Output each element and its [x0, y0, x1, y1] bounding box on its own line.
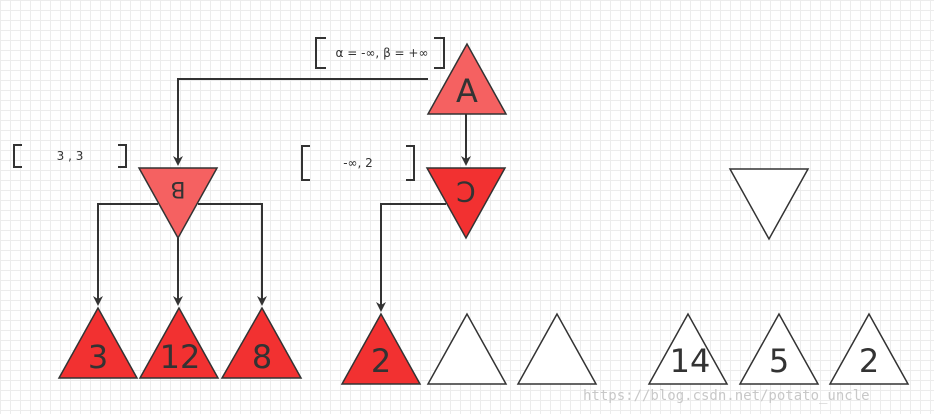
leaf-triangle-8: [738, 312, 820, 385]
c-annotation-text: -∞, 2: [343, 156, 373, 170]
edge-B-leaf-1: [93, 203, 158, 306]
node-a-label: A: [456, 72, 478, 110]
watermark-text: https://blog.csdn.net/potato_uncle: [583, 388, 870, 404]
leaf-label-8: 5: [769, 342, 789, 380]
leaf-triangle-7: [647, 312, 729, 385]
node-b-triangle: [137, 167, 219, 240]
leaf-label-4: 2: [371, 342, 391, 380]
leaf-triangle-1: [57, 306, 139, 379]
leaf-label-2: 12: [160, 338, 201, 376]
leaf-triangle-9: [828, 312, 910, 385]
leaf-label-7: 14: [670, 342, 711, 380]
leaf-triangle-4: [340, 312, 422, 385]
node-a-triangle: [426, 42, 508, 115]
leaf-triangle-2: [138, 306, 220, 379]
edge-B-leaf-3: [198, 203, 267, 306]
node-d-triangle: [728, 168, 810, 241]
b-annotation-bracket-left: [13, 144, 22, 168]
node-c-label: C: [456, 175, 476, 208]
leaf-triangle-5: [426, 312, 508, 385]
leaf-label-9: 2: [859, 342, 879, 380]
c-annotation-bracket-left: [301, 145, 310, 181]
b-annotation-text: 3 , 3: [57, 149, 84, 163]
root-annotation-bracket-right: [434, 37, 445, 69]
node-c-triangle: [425, 167, 507, 240]
leaf-label-1: 3: [88, 338, 108, 376]
b-annotation-bracket-right: [118, 144, 127, 168]
leaf-triangle-6: [516, 312, 598, 385]
edge-A-B: [173, 78, 428, 166]
root-annotation-bracket-left: [315, 37, 326, 69]
edge-C-leaf-4: [376, 203, 446, 312]
node-b-label: B: [170, 176, 185, 201]
root-annotation-text: α = -∞, β = +∞: [336, 46, 429, 60]
leaf-triangle-3: [220, 306, 303, 379]
c-annotation-bracket-right: [406, 145, 415, 181]
leaf-label-3: 8: [252, 338, 272, 376]
